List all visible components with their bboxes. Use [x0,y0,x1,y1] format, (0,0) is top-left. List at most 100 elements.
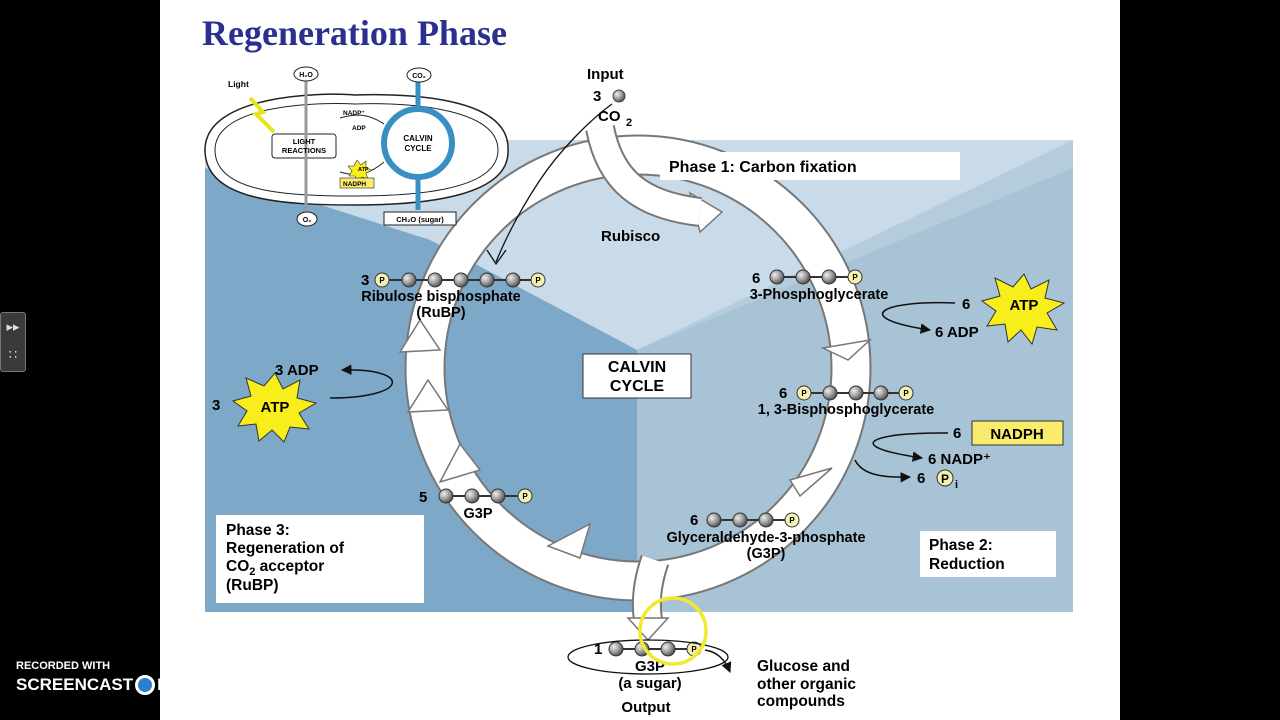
g3p-recycle-name: G3P [463,506,492,522]
inset-labels: Light H₂O CO₂ NADP⁺ ADP LIGHT REACTIONS … [228,72,444,224]
atp-left-arrow [329,364,393,399]
input-count: 3 [593,88,601,105]
atp-left-count: 3 [212,397,220,414]
co2-subscript: 2 [626,117,632,129]
phase2-line2: Reduction [929,556,1005,573]
co2-label: CO [598,108,621,125]
handwritten-arrow-annotation [495,103,613,263]
nadph-count: 6 [953,425,961,442]
g3p-main-abbr: (G3P) [747,546,786,562]
atp-top-count: 6 [962,296,970,313]
watermark-word1: SCREENCAST [16,675,134,694]
bpg-molecule [796,385,914,401]
rubp-abbr: (RuBP) [416,305,465,321]
pga-name: 3-Phosphoglycerate [750,287,889,303]
phase3-box [216,515,424,603]
handwritten-circle-annotation [567,639,729,675]
calvin-cycle-line2: CYCLE [610,378,665,395]
g3p-main-name: Glyceraldehyde-3-phosphate [666,530,865,546]
side-panel-handle[interactable]: ▸▸ ∷ [0,312,26,372]
phase2-line1: Phase 2: [929,537,993,554]
inset-nadph-label: NADPH [343,181,366,188]
atp-adp-arrow [881,301,956,334]
expand-chevron-icon: ▸▸ [6,319,20,334]
inset-co2-label: CO₂ [412,73,426,80]
output-count: 1 [594,641,602,658]
svg-text:P: P [852,273,858,282]
g3p-output-arrow [626,555,670,642]
inset-sugar-label: CH₂O (sugar) [396,215,444,224]
g3p-recycle-molecule [438,488,533,504]
inset-calvin-2: CYCLE [404,144,432,153]
output-label: Output [621,699,670,716]
inset-light-reactions-1: LIGHT [293,137,316,146]
inset-light-reactions-2: REACTIONS [282,146,326,155]
glucose-arrow [704,649,732,673]
slide-title: Regeneration Phase [202,13,507,53]
atp-top-burst [980,273,1066,346]
screencast-logo-icon [135,675,156,695]
watermark-word2: MATIC [157,675,210,694]
output-name: G3P [635,658,665,675]
phase2-box [920,531,1056,577]
co2-molecule [612,89,626,103]
grip-icon: ∷ [8,347,18,362]
chloroplast-inset [204,66,509,227]
watermark-line1: RECORDED WITH [16,660,111,672]
pi-count: 6 [917,470,925,487]
glucose-line1: Glucose and [757,658,850,675]
nadph-label: NADPH [990,426,1043,443]
svg-text:P: P [535,276,541,285]
inset-o2-label: O₂ [303,217,312,224]
pi-arrow [854,459,912,483]
phase3-co2-subscript: 2 [249,566,255,578]
inset-light-label: Light [228,79,249,89]
atp-top-label: ATP [1010,297,1039,314]
rubisco-label: Rubisco [601,228,660,245]
phase1-box [660,152,960,180]
phase1-label: Phase 1: Carbon fixation [669,159,857,176]
svg-text:P: P [379,276,385,285]
phase3-co2: CO [226,558,249,575]
pi-symbol: P [941,472,949,486]
svg-text:P: P [801,389,807,398]
phase3-line1: Phase 3: [226,522,290,539]
rubp-name: Ribulose bisphosphate [361,289,521,305]
phosphate-labels: P P P P P P P P [379,273,909,654]
output-desc: (a sugar) [618,675,681,692]
output-g3p-molecule [608,641,702,657]
bpg-name: 1, 3-Bisphosphoglycerate [758,402,934,418]
calvin-cycle-line1: CALVIN [608,359,666,376]
co2-input-arrow [585,124,702,227]
glucose-line2: other organic [757,676,856,693]
atp-left-burst [231,372,318,443]
g3p-main-molecule [706,512,800,528]
svg-text:P: P [903,389,909,398]
input-label: Input [587,66,624,83]
pi-subscript: i [955,479,958,491]
phase3-acceptor: acceptor [255,558,324,575]
nadph-arrow [872,432,949,462]
inset-calvin-1: CALVIN [403,134,432,143]
handwritten-arrowhead [486,249,507,266]
inset-nadp-label: NADP⁺ [343,110,365,117]
phase3-line4: (RuBP) [226,577,279,594]
g3p-recycle-count: 5 [419,489,427,506]
watermark-line2: SCREENCAST MATIC [16,675,210,695]
pi-symbol-circle [936,469,954,487]
cursor-highlight-circle [638,596,708,666]
inset-h2o-label: H₂O [299,72,313,79]
pga-molecule [769,269,863,285]
bpg-count: 6 [779,385,787,402]
adp-top-label: 6 ADP [935,324,979,341]
nadp-out-label: 6 NADP⁺ [928,451,991,468]
atp-left-label: ATP [261,399,290,416]
calvin-cycle-box [582,353,692,399]
pga-count: 6 [752,270,760,287]
g3p-main-count: 6 [690,512,698,529]
rubp-molecule [374,272,546,288]
phase3-line2: Regeneration of [226,540,345,557]
nadph-box [971,420,1064,446]
inset-atp-label: ATP [358,167,369,173]
